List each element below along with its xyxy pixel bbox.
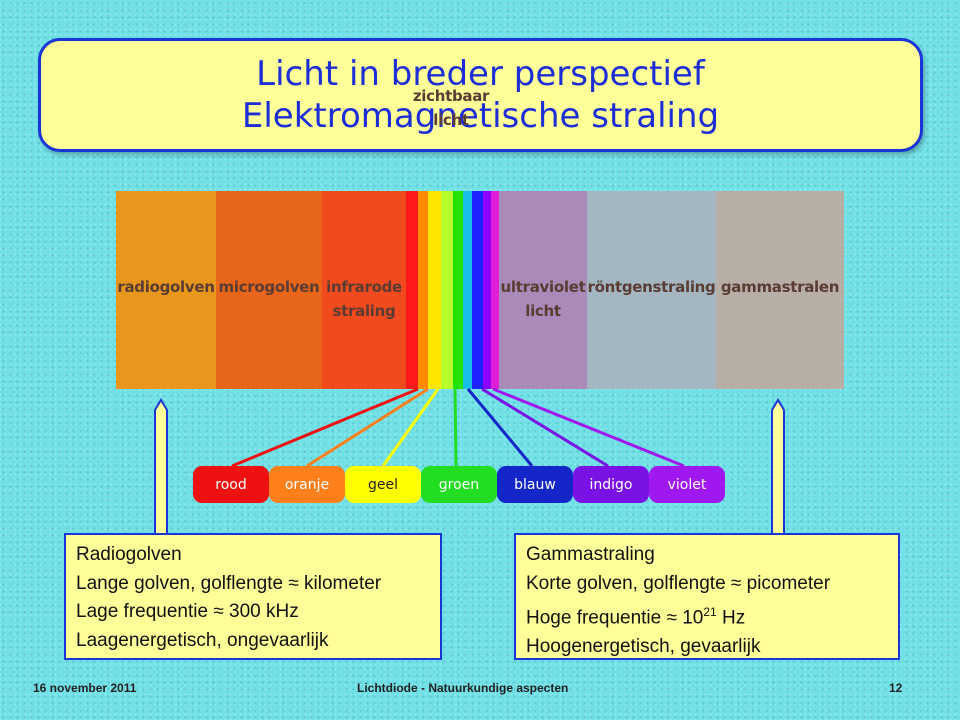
title-box: Licht in breder perspectief Elektromagne… [38, 38, 923, 152]
band-label-radio: radiogolven [117, 278, 215, 296]
gamma-frequency-exponent: 21 [703, 605, 717, 619]
chip-indigo: indigo [573, 466, 649, 503]
footer-date: 16 november 2011 [33, 681, 137, 695]
band-label-uv: ultraviolet licht [500, 278, 586, 320]
footer-page-number: 12 [889, 681, 903, 695]
band-uv: ultraviolet licht [499, 191, 587, 389]
title-line-2: Elektromagnetische straling [241, 96, 720, 136]
band-gamma: gammastralen [716, 191, 844, 389]
band-visible [406, 191, 499, 389]
band-label-visible: zichtbaar licht [412, 87, 490, 129]
band-label-micro: microgolven [218, 278, 320, 296]
footer-title: Lichtdiode - Natuurkundige aspecten [357, 681, 569, 695]
title-line-1: Licht in breder perspectief [256, 54, 705, 94]
chip-groen: groen [421, 466, 497, 503]
radio-info-box: Radiogolven Lange golven, golflengte ≈ k… [64, 533, 442, 660]
gamma-arrow-icon [771, 398, 785, 535]
gamma-info-box: Gammastraling Korte golven, golflengte ≈… [514, 533, 900, 660]
gamma-title: Gammastraling [526, 544, 655, 565]
band-label-xray: röntgenstraling [587, 278, 716, 296]
radio-title: Radiogolven [76, 544, 182, 565]
gamma-energy: Hoogenergetisch, gevaarlijk [526, 635, 761, 657]
radio-arrow-icon [154, 398, 168, 535]
gamma-frequency-prefix: Hoge frequentie ≈ 10 [526, 607, 704, 629]
color-chips: rood oranje geel groen blauw indigo viol… [193, 466, 725, 503]
band-xray: röntgenstraling [587, 191, 716, 389]
gamma-frequency-unit: Hz [716, 607, 746, 629]
radio-energy: Laagenergetisch, ongevaarlijk [76, 629, 329, 651]
band-label-gamma: gammastralen [720, 278, 840, 296]
chip-oranje: oranje [269, 466, 345, 503]
gamma-wavelength: Korte golven, golflengte ≈ picometer [526, 572, 831, 594]
chip-geel: geel [345, 466, 421, 503]
band-label-infrared: infrarode straling [326, 278, 402, 320]
band-radio: radiogolven [116, 191, 216, 389]
radio-wavelength: Lange golven, golflengte ≈ kilometer [76, 572, 382, 594]
chip-violet: violet [649, 466, 725, 503]
radio-frequency: Lage frequentie ≈ 300 kHz [76, 601, 299, 622]
chip-blauw: blauw [497, 466, 573, 503]
band-infrared: infrarode straling [322, 191, 406, 389]
band-micro: microgolven [216, 191, 322, 389]
em-spectrum: radiogolven microgolven infrarode strali… [116, 191, 844, 389]
chip-rood: rood [193, 466, 269, 503]
gamma-frequency: Hoge frequentie ≈ 1021 Hz [526, 598, 888, 633]
